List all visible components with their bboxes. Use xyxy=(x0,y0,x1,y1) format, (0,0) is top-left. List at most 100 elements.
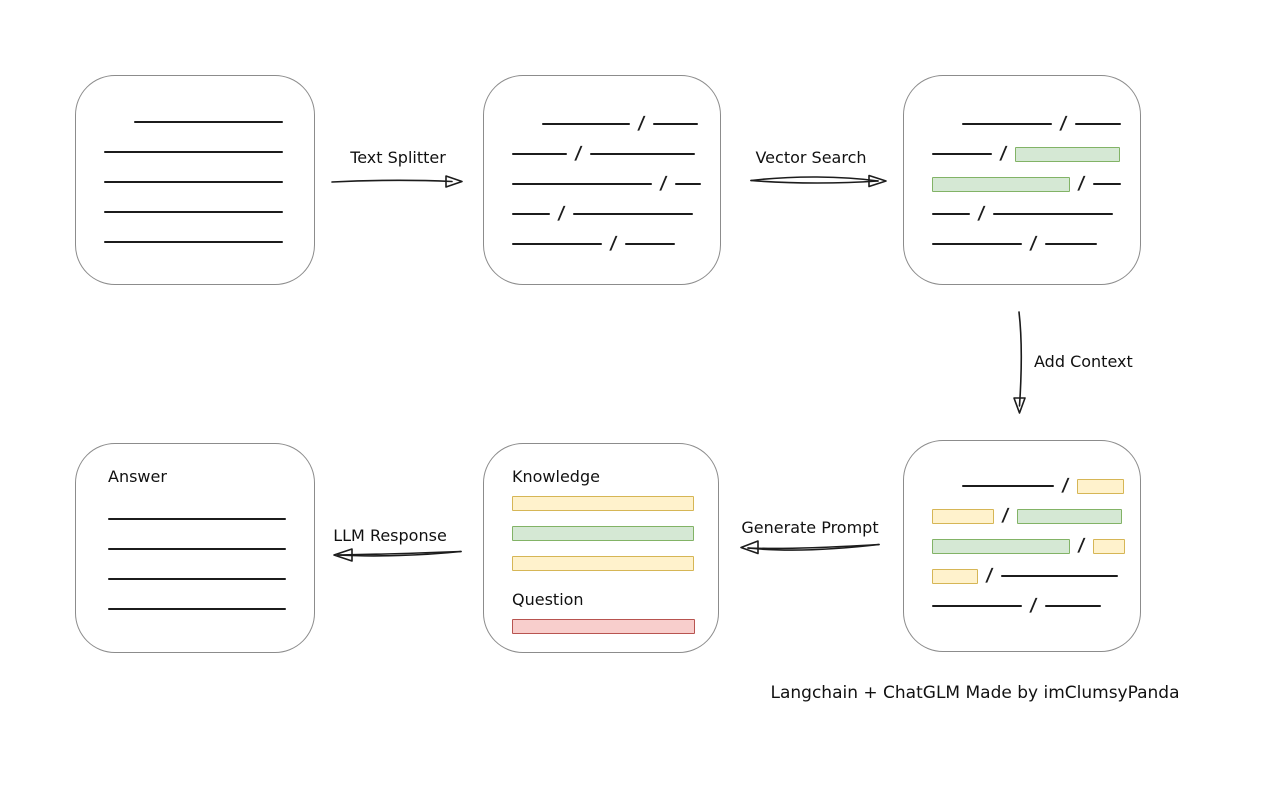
text-chunks-box: / / / / / xyxy=(483,75,721,285)
knowledge-bars xyxy=(512,488,694,578)
segment-row xyxy=(108,534,286,564)
segment-row: / xyxy=(932,169,1121,199)
text-line xyxy=(108,608,286,610)
text-splitter-arrow xyxy=(331,175,463,188)
green-highlight-chip xyxy=(932,538,1070,554)
text-line xyxy=(542,123,630,125)
segment-row: / xyxy=(512,229,693,259)
segment-row: / xyxy=(962,109,1121,139)
context-result-box: / / / / / xyxy=(903,440,1141,652)
text-line xyxy=(108,578,286,580)
slash-separator: / xyxy=(1028,595,1038,616)
segment-row: / xyxy=(932,591,1113,621)
slash-separator: / xyxy=(1076,535,1086,556)
slash-separator: / xyxy=(998,143,1008,164)
prompt-box: Knowledge Question xyxy=(483,443,719,653)
text-line xyxy=(572,213,693,215)
llm-response-label: LLM Response xyxy=(333,526,447,545)
question-label: Question xyxy=(512,590,584,609)
segment-row xyxy=(104,167,287,197)
text-line xyxy=(512,213,550,215)
text-line xyxy=(624,243,675,245)
green-highlight-chip xyxy=(932,176,1070,192)
segment-row: / xyxy=(932,561,1118,591)
text-line xyxy=(1074,123,1121,125)
document-box xyxy=(75,75,315,285)
text-line xyxy=(589,153,695,155)
slash-separator: / xyxy=(1000,505,1010,526)
yellow-highlight-chip xyxy=(512,495,694,511)
text-line xyxy=(108,518,286,520)
llm-response-arrow xyxy=(333,548,462,562)
answer-box: Answer xyxy=(75,443,315,653)
vector-search-result-box: ///// xyxy=(903,75,1141,285)
vector-search-result-lines: ///// xyxy=(904,76,1140,259)
slash-separator: / xyxy=(573,143,583,164)
text-line xyxy=(134,121,283,123)
text-line xyxy=(992,213,1113,215)
text-line xyxy=(932,213,970,215)
answer-lines xyxy=(108,488,286,624)
segment-row: / xyxy=(542,109,698,139)
slash-separator: / xyxy=(556,203,566,224)
document-lines xyxy=(76,76,314,257)
generate-prompt-arrow xyxy=(740,540,880,555)
segment-row xyxy=(104,137,287,167)
text-line xyxy=(932,153,992,155)
yellow-highlight-chip xyxy=(512,555,694,571)
diagram-caption: Langchain + ChatGLM Made by imClumsyPand… xyxy=(770,683,1180,703)
segment-row: / xyxy=(512,139,695,169)
text-line xyxy=(104,241,283,243)
text-line xyxy=(104,181,283,183)
segment-row xyxy=(512,611,695,641)
slash-separator: / xyxy=(608,233,618,254)
segment-row xyxy=(512,488,694,518)
text-line xyxy=(1044,243,1097,245)
segment-row xyxy=(108,564,286,594)
slash-separator: / xyxy=(1076,173,1086,194)
segment-row: / xyxy=(932,199,1113,229)
segment-row xyxy=(108,504,286,534)
text-line xyxy=(1092,183,1121,185)
yellow-highlight-chip xyxy=(932,568,978,584)
add-context-arrow xyxy=(1013,311,1026,414)
text-line xyxy=(1044,605,1101,607)
text-line xyxy=(652,123,698,125)
green-highlight-chip xyxy=(1014,146,1120,162)
generate-prompt-label: Generate Prompt xyxy=(741,518,879,537)
text-line xyxy=(932,605,1022,607)
slash-separator: / xyxy=(658,173,668,194)
slash-separator: / xyxy=(1060,475,1070,496)
segment-row: / xyxy=(932,531,1125,561)
text-line xyxy=(104,151,283,153)
text-line xyxy=(674,183,701,185)
text-line xyxy=(512,243,602,245)
segment-row xyxy=(512,548,694,578)
segment-row xyxy=(134,107,287,137)
segment-row: / xyxy=(962,471,1124,501)
segment-row: / xyxy=(932,229,1113,259)
segment-row xyxy=(104,197,287,227)
text-splitter-label: Text Splitter xyxy=(350,148,446,167)
vector-search-label: Vector Search xyxy=(755,148,867,167)
slash-separator: / xyxy=(636,113,646,134)
text-line xyxy=(962,123,1052,125)
slash-separator: / xyxy=(984,565,994,586)
text-line xyxy=(1000,575,1118,577)
vector-search-arrow xyxy=(750,174,887,188)
green-highlight-chip xyxy=(512,525,694,541)
segment-row xyxy=(512,518,694,548)
text-line xyxy=(512,183,652,185)
green-highlight-chip xyxy=(1016,508,1122,524)
segment-row xyxy=(104,227,287,257)
yellow-highlight-chip xyxy=(1076,478,1124,494)
segment-row: / xyxy=(512,169,701,199)
yellow-highlight-chip xyxy=(932,508,994,524)
text-line xyxy=(932,243,1022,245)
segment-row: / xyxy=(512,199,693,229)
segment-row: / xyxy=(932,139,1120,169)
segment-row: / xyxy=(932,501,1122,531)
yellow-highlight-chip xyxy=(1092,538,1125,554)
answer-label: Answer xyxy=(108,467,167,486)
